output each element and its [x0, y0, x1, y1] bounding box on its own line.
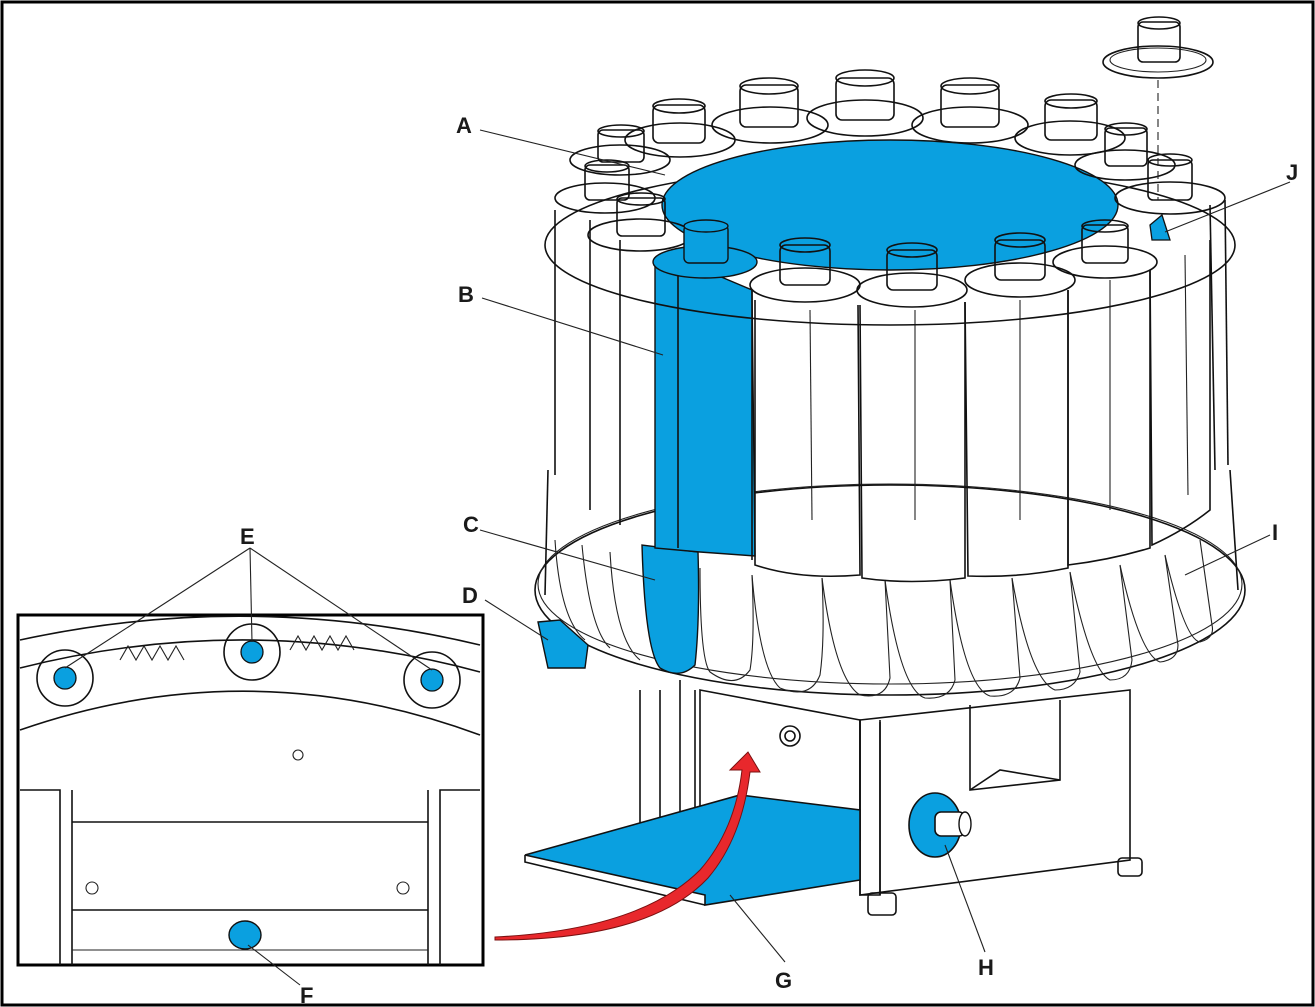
callout-g: G — [775, 968, 792, 993]
callout-d: D — [462, 583, 478, 608]
tube-column — [554, 199, 1229, 583]
bottom-ring — [534, 469, 1246, 699]
callout-j: J — [1286, 160, 1298, 185]
caps — [554, 16, 1226, 308]
motor-part-d — [537, 619, 589, 669]
callout-e: E — [240, 524, 255, 549]
callout-a: A — [456, 113, 472, 138]
callout-labels: A B C D E F G H I J — [240, 113, 1298, 1007]
callout-h: H — [978, 955, 994, 980]
callout-b: B — [458, 282, 474, 307]
inset-detail — [16, 613, 485, 967]
top-plate — [544, 139, 1236, 326]
callout-f: F — [300, 983, 313, 1007]
callout-c: C — [463, 512, 479, 537]
coupling-part-h — [908, 792, 972, 858]
red-arrow — [494, 751, 761, 941]
callout-i: I — [1272, 520, 1278, 545]
leader-lines — [64, 129, 1291, 986]
